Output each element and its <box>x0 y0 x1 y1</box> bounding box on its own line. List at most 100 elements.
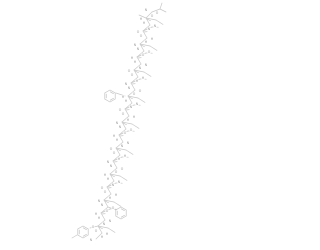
atom-label: H <box>133 115 136 119</box>
atom-label: O <box>119 108 122 112</box>
atom-label: N <box>116 121 119 125</box>
carbonyl-bond <box>128 96 133 100</box>
backbone-bond <box>127 95 133 104</box>
atom-label: H <box>101 235 104 239</box>
atom-label-background <box>144 40 148 44</box>
atom-label-background <box>132 92 136 96</box>
atom-label-background <box>139 34 143 38</box>
side-chain-bond <box>127 95 139 99</box>
atom-label-background <box>120 167 124 171</box>
atom-label: N <box>145 63 148 67</box>
atom-label-background <box>127 69 131 73</box>
atom-label: O <box>106 209 109 213</box>
atom-label: H <box>125 99 128 103</box>
peptide-structure-diagram: ONHONHONHONHONHONHONHONHONHONHONHONHONHO… <box>71 2 167 242</box>
atom-label: N <box>121 144 124 148</box>
carbonyl-bond <box>134 70 139 74</box>
atom-label-background <box>114 170 118 174</box>
atom-label-background <box>112 151 116 155</box>
atom-label: O <box>110 147 113 151</box>
atom-label: N <box>130 105 133 109</box>
backbone-bond <box>103 199 109 208</box>
backbone-bond <box>115 147 121 156</box>
atom-label: O <box>104 190 107 194</box>
atom-label-background <box>127 86 131 90</box>
atom-label: N <box>119 125 122 129</box>
atom-label: O <box>95 229 98 233</box>
atom-label-background <box>121 112 125 116</box>
atom-label: H <box>95 212 98 216</box>
atom-label: O <box>148 50 151 54</box>
atom-label-background <box>97 199 101 203</box>
atom-label-background <box>106 177 110 181</box>
atom-label-background <box>121 95 125 99</box>
atom-label-background <box>100 186 104 190</box>
carbonyl-bond <box>146 18 151 22</box>
atom-label-background <box>150 37 154 41</box>
atom-label-background <box>135 79 139 83</box>
carbonyl-bond <box>104 200 109 204</box>
side-chain-bond <box>119 175 128 181</box>
atom-label: N <box>90 238 93 242</box>
atom-labels: ONHONHONHONHONHONHONHONHONHONHONHONHONHO… <box>89 8 159 242</box>
side-chain-bond <box>137 97 146 103</box>
atom-label: O <box>101 186 104 190</box>
atom-label-background <box>133 60 137 64</box>
backbone-bond <box>121 121 127 130</box>
atom-label-background <box>106 160 110 164</box>
atom-label-background <box>124 99 128 103</box>
backbone-bond <box>145 17 151 26</box>
atom-label-background <box>94 229 98 233</box>
side-chain-bond <box>133 69 145 73</box>
atom-label-background <box>150 14 154 18</box>
atom-label-background <box>123 131 127 135</box>
atom-label-background <box>153 24 157 28</box>
atom-label-background <box>105 209 109 213</box>
atom-label: O <box>133 92 136 96</box>
atom-label: H <box>151 37 154 41</box>
atom-label-background <box>130 73 134 77</box>
atom-label: N <box>110 164 113 168</box>
atom-label-background <box>133 43 137 47</box>
backbone-bond <box>133 69 139 78</box>
atom-label-background <box>105 232 109 236</box>
atom-label-background <box>97 216 101 220</box>
atom-label: O <box>121 167 124 171</box>
atom-label-background <box>118 108 122 112</box>
backbone-bond <box>118 128 127 136</box>
hydroxyl-bond <box>71 234 78 239</box>
backbone-bond <box>112 160 118 169</box>
atom-label-background <box>144 63 148 67</box>
atom-label: H <box>107 177 110 181</box>
atom-label-background <box>138 89 142 93</box>
aromatic-ring-upper-double-bond <box>109 97 114 101</box>
atom-label-background <box>123 154 127 158</box>
backbone-bond <box>97 225 103 234</box>
atom-label: H <box>113 134 116 138</box>
atom-label-background <box>120 144 124 148</box>
atom-label: O <box>113 151 116 155</box>
backbone-bond <box>139 43 145 52</box>
atom-label: H <box>116 138 119 142</box>
backbone-bond <box>130 76 139 84</box>
backbone-bond <box>100 212 106 221</box>
atom-label-background <box>89 238 93 242</box>
atom-label: N <box>112 183 115 187</box>
backbone-bond <box>145 11 153 19</box>
atom-label-background <box>132 115 136 119</box>
atom-label: H <box>104 173 107 177</box>
atom-label: O <box>156 11 159 15</box>
atom-label-background <box>117 157 121 161</box>
side-chain-bond <box>155 19 164 25</box>
atom-label: O <box>115 170 118 174</box>
atom-label-background <box>117 180 121 184</box>
atom-label: H <box>127 118 130 122</box>
backbone-bond <box>124 108 130 117</box>
side-chain-bond <box>149 45 158 51</box>
side-chain-bond <box>115 147 127 151</box>
atom-label: N <box>98 199 101 203</box>
backbone-bond <box>139 37 148 45</box>
backbone-bond <box>130 82 136 91</box>
atom-label: N <box>107 160 110 164</box>
side-chain-bond <box>113 201 122 207</box>
